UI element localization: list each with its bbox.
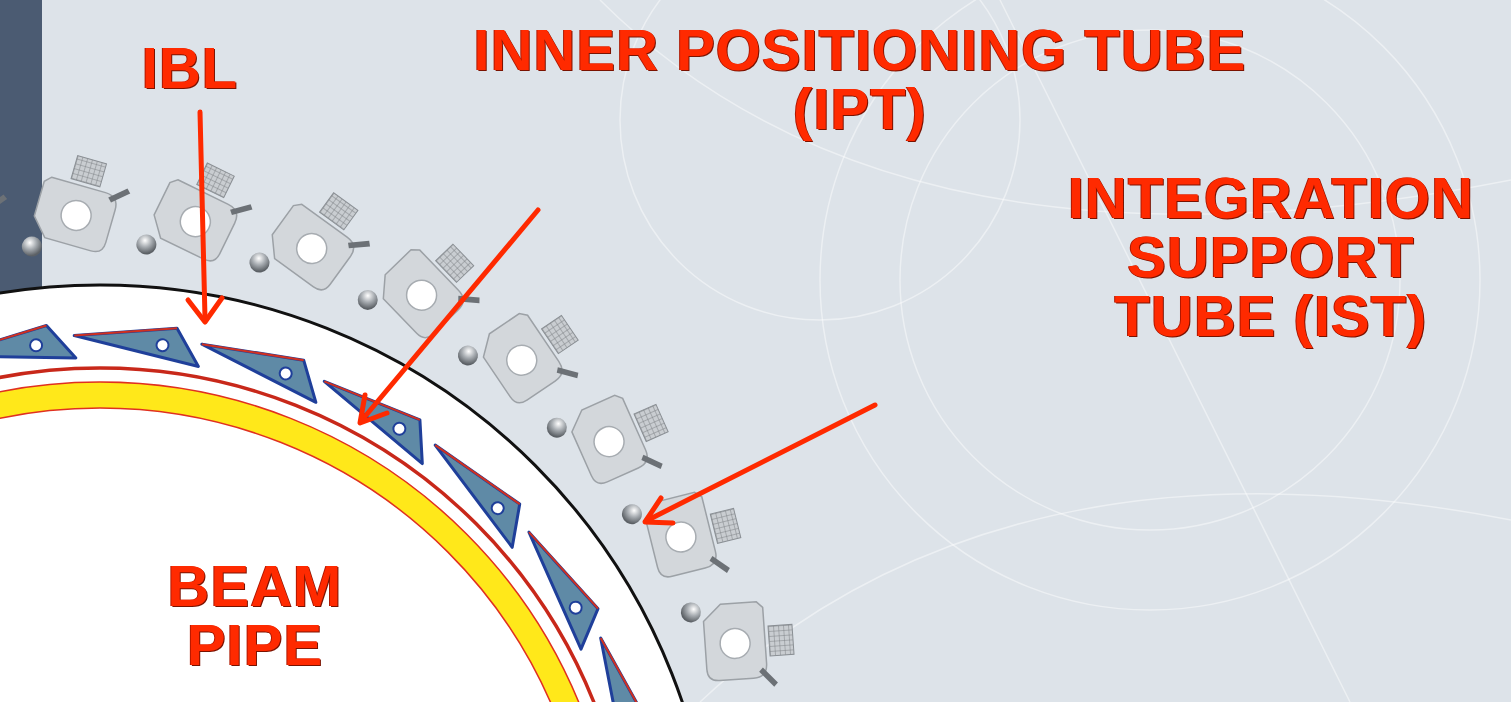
pixel-module: [680, 595, 796, 692]
pixel-module: [0, 168, 9, 287]
stave-cooling-pipe: [391, 420, 408, 437]
background-pattern: [600, 0, 1511, 702]
stave-edge: [435, 426, 520, 524]
inner-positioning-tube: [0, 368, 632, 702]
module-pin: [346, 231, 373, 257]
pixel-module: [544, 378, 681, 505]
module-pin: [107, 184, 131, 207]
module-hole: [175, 202, 215, 242]
module-hole: [501, 339, 543, 381]
module-pin: [0, 193, 8, 213]
module-sphere: [354, 286, 382, 314]
module-hole: [400, 274, 442, 316]
module-hole: [291, 228, 333, 270]
module-pin: [759, 667, 778, 688]
module-hole: [58, 197, 95, 234]
stave-body: [435, 426, 538, 547]
stave-edge: [202, 316, 304, 389]
stave-edge: [0, 324, 46, 358]
module-chip: [768, 624, 794, 656]
ibl-leader: [200, 112, 205, 318]
ibl-stave: [601, 632, 657, 702]
module-sphere: [454, 342, 482, 370]
module-pin: [640, 449, 665, 475]
module-sphere: [544, 414, 570, 440]
module-sphere: [246, 249, 274, 277]
pixel-module: [620, 480, 749, 594]
stave-cooling-pipe: [30, 339, 42, 351]
ibl-stave: [202, 316, 331, 403]
module-sphere: [133, 231, 160, 258]
ibl-stave: [0, 324, 76, 358]
module-bracket: [262, 201, 359, 294]
pixel-module: [246, 176, 383, 318]
stave-body: [324, 357, 443, 464]
beam-pipe-outer-wall: [0, 382, 618, 702]
ipt-label: INNER POSITIONING TUBE (IPT): [420, 20, 1300, 138]
ibl-stave: [74, 304, 206, 366]
pixel-module: [133, 150, 262, 288]
ist-arrowhead: [645, 498, 673, 523]
module-bracket: [372, 246, 468, 342]
module-bracket: [146, 177, 241, 264]
stave-body: [74, 304, 206, 366]
ibl-staves: [0, 304, 679, 702]
stave-cooling-pipe: [278, 365, 294, 381]
module-hole: [719, 627, 751, 659]
module-sphere: [680, 602, 701, 623]
integration-support-tube: [0, 285, 715, 702]
ist-label: INTEGRATION SUPPORT TUBE (IST): [1040, 168, 1502, 345]
beam-pipe-inner-wall: [0, 408, 592, 702]
ibl-arrowhead: [188, 298, 222, 322]
module-pin: [709, 553, 731, 577]
ibl-label: IBL: [90, 38, 290, 97]
stave-cooling-pipe: [489, 500, 506, 517]
module-chip: [71, 156, 106, 187]
ist-leader: [648, 405, 875, 520]
leader-arrows: [188, 112, 875, 523]
stave-body: [529, 519, 610, 649]
pixel-module: [19, 148, 136, 279]
module-sphere: [19, 234, 44, 259]
stave-edge: [74, 304, 177, 359]
beam-pipe: [0, 395, 605, 702]
module-pin: [228, 197, 254, 222]
stave-body: [0, 324, 76, 358]
module-bracket: [29, 176, 119, 255]
stave-edge: [601, 632, 651, 702]
module-chip: [710, 508, 741, 543]
ibl-stave: [435, 426, 538, 547]
ipt-leader: [362, 210, 538, 420]
pixel-module: [454, 291, 596, 427]
module-sphere: [620, 502, 644, 526]
ipt-arrowhead: [360, 395, 387, 423]
stave-edge: [529, 519, 598, 622]
module-bracket: [474, 310, 566, 407]
beam-pipe-label: BEAM PIPE: [140, 556, 370, 674]
stave-cooling-pipe: [155, 338, 170, 353]
module-bracket: [702, 601, 767, 681]
ibl-stave: [529, 519, 610, 649]
stave-body: [202, 316, 331, 403]
module-pin: [555, 359, 581, 386]
stave-cooling-pipe: [568, 600, 584, 616]
ibl-stave: [324, 357, 443, 464]
module-hole: [589, 422, 629, 462]
stave-body: [601, 632, 657, 702]
module-bracket: [565, 393, 651, 487]
